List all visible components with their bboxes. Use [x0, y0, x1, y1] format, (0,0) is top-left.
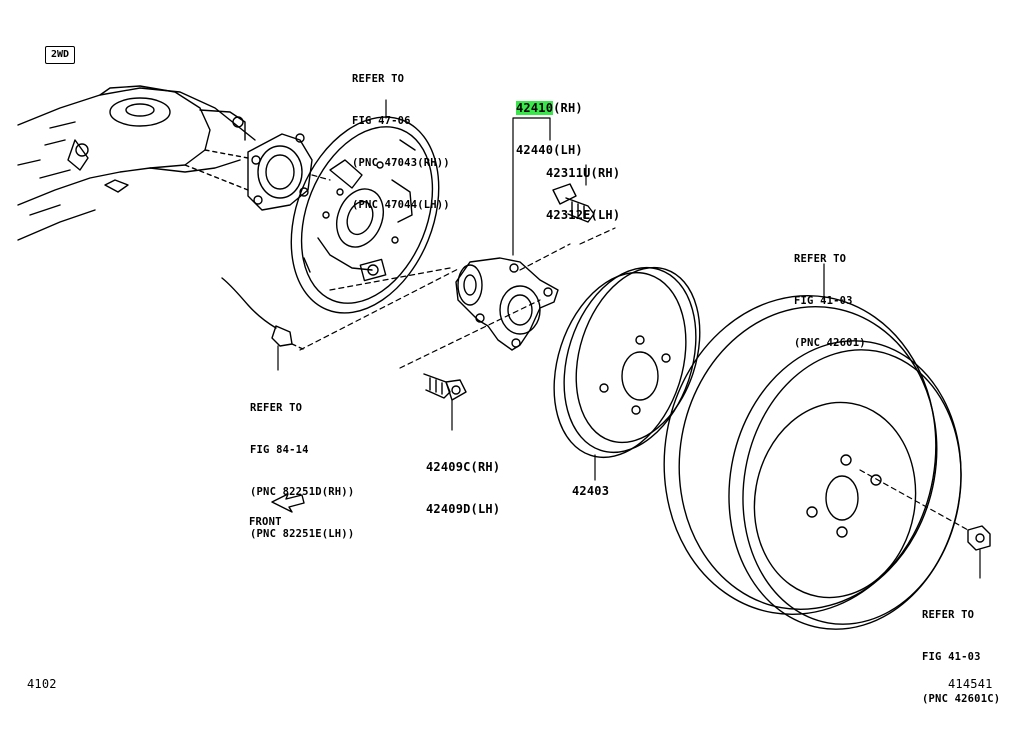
drum-part-label: 42403: [572, 484, 610, 498]
footer-left-code: 4102: [27, 677, 57, 691]
backing-plate-refer-line4: (PNC 47044(LH)): [352, 199, 450, 211]
nut-refer-line2: FIG 41-03: [922, 651, 981, 663]
wheel-nut-drawing: [967, 525, 991, 551]
hub-bolt-upper-drawing: [552, 183, 595, 223]
parts-diagram: 2WD: [17, 44, 1001, 705]
hub-part-label: 42410(RH) 42440(LH): [516, 73, 583, 185]
wheel-refer-label: REFER TO FIG 41-03 (PNC 42601): [794, 224, 866, 378]
backing-plate-refer-line1: REFER TO: [352, 73, 405, 85]
backing-plate-drawing: [290, 116, 440, 314]
hub-bolt-upper-rh: 42311U(RH): [546, 166, 621, 180]
hub-bolt-lower-label: 42409C(RH) 42409D(LH): [426, 432, 500, 544]
front-label: FRONT: [249, 516, 282, 528]
hub-bolt-lower-lh: 42409D(LH): [426, 502, 501, 516]
backing-plate-refer-line2: FIG 47-06: [352, 115, 411, 127]
highlighted-part-number[interactable]: 42410: [516, 101, 554, 115]
hub-bolt-upper-label: 42311U(RH) 42312E(LH): [546, 138, 620, 250]
alignment-lines: [299, 174, 969, 531]
front-arrow-icon: [271, 493, 305, 513]
hub-part-lh-line: 42440(LH): [516, 143, 583, 157]
sensor-refer-line3: (PNC 82251D(RH)): [250, 486, 355, 498]
wheel-refer-line2: FIG 41-03: [794, 295, 853, 307]
wheel-drawing: [663, 294, 962, 630]
drive-type-badge: 2WD: [45, 46, 75, 64]
nut-refer-label: REFER TO FIG 41-03 (PNC 42601C): [922, 580, 1000, 734]
hub-bolt-lower-rh: 42409C(RH): [426, 460, 501, 474]
sensor-refer-line2: FIG 84-14: [250, 444, 309, 456]
nut-refer-line3: (PNC 42601C): [922, 693, 1001, 705]
hub-assembly-drawing: [455, 257, 559, 351]
sensor-wire-drawing: [221, 277, 306, 351]
hub-bolt-lower-drawing: [423, 373, 467, 401]
backing-plate-refer-label: REFER TO FIG 47-06 (PNC 47043(RH)) (PNC …: [352, 44, 450, 240]
wheel-refer-line1: REFER TO: [794, 253, 847, 265]
axle-beam-drawing: [17, 85, 313, 241]
diagram-artwork: [17, 85, 991, 630]
wheel-refer-line3: (PNC 42601): [794, 337, 866, 349]
hub-part-rh-line: 42410(RH): [516, 101, 583, 115]
sensor-refer-line4: (PNC 82251E(LH)): [250, 528, 355, 540]
nut-refer-line1: REFER TO: [922, 609, 975, 621]
sensor-refer-label: REFER TO FIG 84-14 (PNC 82251D(RH)) (PNC…: [250, 373, 354, 569]
leader-lines: [277, 99, 981, 579]
brake-drum-drawing: [553, 266, 701, 459]
backing-plate-refer-line3: (PNC 47043(RH)): [352, 157, 450, 169]
hub-bolt-upper-lh: 42312E(LH): [546, 208, 621, 222]
sensor-refer-line1: REFER TO: [250, 402, 303, 414]
footer-right-code: 414541: [948, 677, 993, 691]
hub-part-rh-suffix: (RH): [553, 101, 583, 115]
